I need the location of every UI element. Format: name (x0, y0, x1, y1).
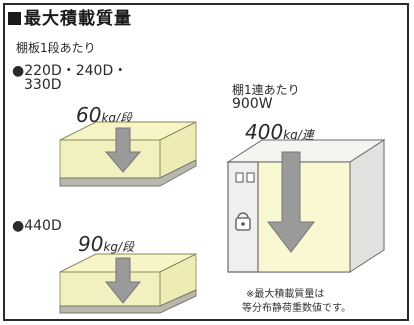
down-arrow-icon (104, 127, 142, 173)
shelf-b (59, 253, 197, 314)
section-title: 最大積載質量 (8, 4, 132, 29)
per-unit-model: 900W (232, 96, 273, 112)
down-arrow-icon (104, 257, 142, 304)
load-b-label: 90kg/段 (78, 232, 135, 256)
model-group-a: ●220D・240D・ (12, 63, 128, 79)
title-text: 最大積載質量 (24, 9, 132, 29)
lock-icon (235, 212, 251, 231)
footnote-line1: ※最大積載質量は (246, 289, 325, 300)
per-shelf-label: 棚板1段あたり (16, 41, 96, 55)
square-bullet-icon (8, 12, 21, 25)
cabinet-unit (226, 139, 386, 273)
model-group-b: ●440D (12, 218, 62, 234)
down-arrow-icon (266, 151, 316, 253)
model-group-a-line2: 330D (24, 77, 62, 93)
footnote-line2: 等分布静荷重数値です。 (242, 303, 351, 314)
per-unit-label: 棚1連あたり (232, 83, 300, 97)
footnote: ※最大積載質量は 等分布静荷重数値です。 (242, 288, 351, 316)
